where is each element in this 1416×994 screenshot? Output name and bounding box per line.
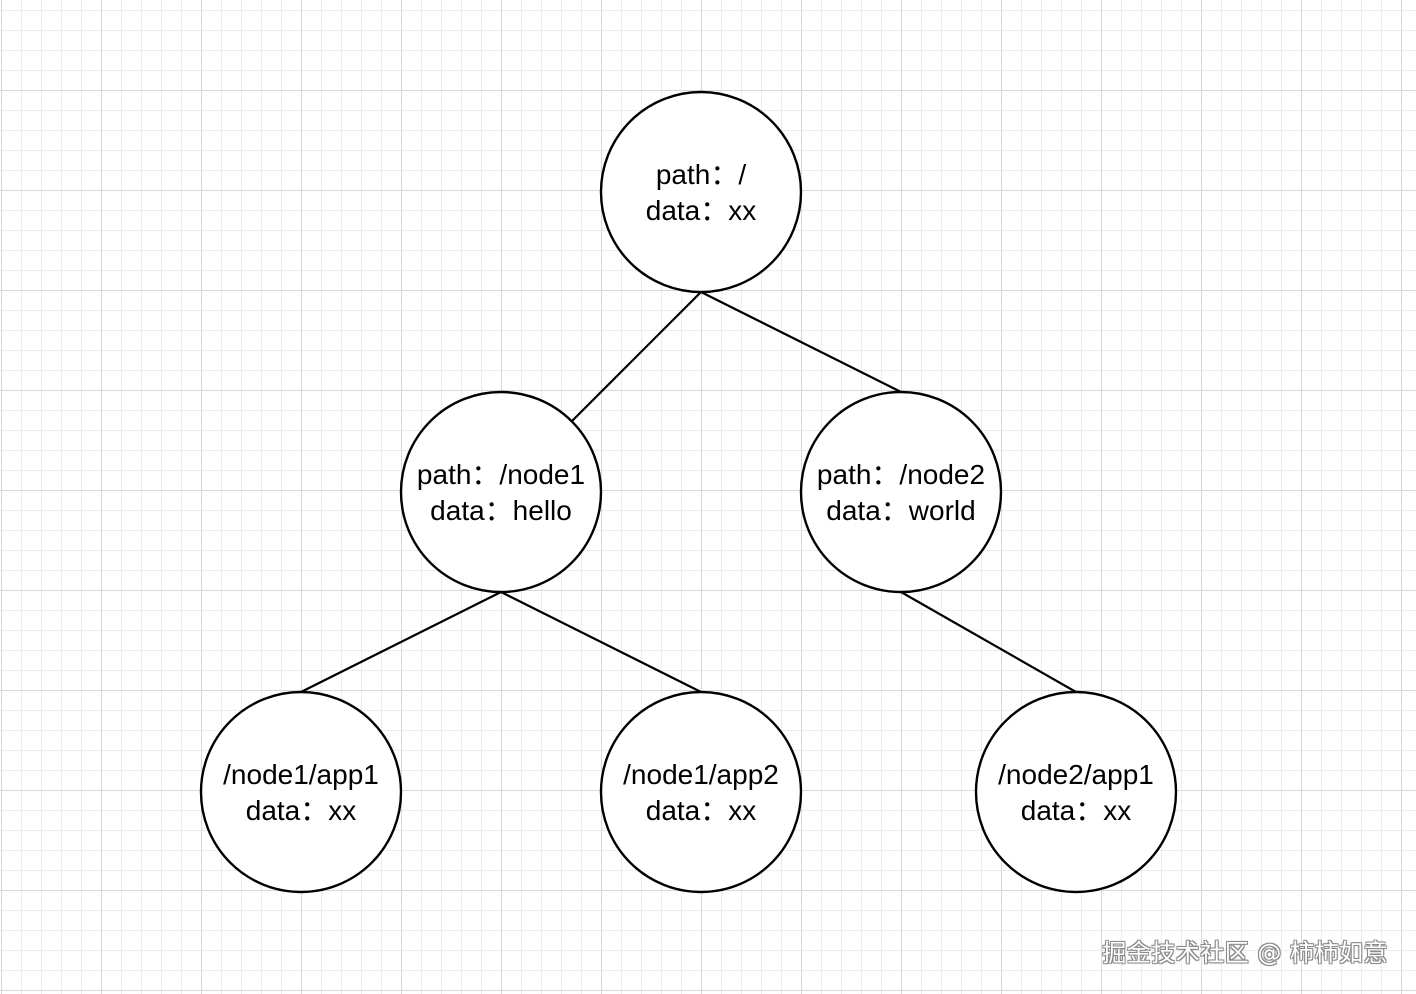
node-circle	[199, 690, 403, 894]
tree-node-node1-app1: /node1/app1 data：xx	[199, 690, 403, 894]
node-path-label: path：/node2	[817, 459, 985, 490]
node-path-label: path：/	[656, 159, 746, 190]
node-data-label: data：world	[826, 495, 975, 526]
node-data-label: data：xx	[646, 795, 757, 826]
node-path-label: /node1/app1	[223, 759, 379, 790]
node-circle	[599, 90, 803, 294]
edge-node1-node1-app1	[300, 591, 502, 693]
node-data-label: data：xx	[246, 795, 357, 826]
edge-node1-node1-app2	[500, 591, 702, 693]
node-path-label: /node1/app2	[623, 759, 779, 790]
tree-node-node1: path：/node1 data：hello	[399, 390, 603, 594]
node-path-label: /node2/app1	[998, 759, 1154, 790]
node-path-label: path：/node1	[417, 459, 585, 490]
node-circle	[974, 690, 1178, 894]
watermark: 掘金技术社区 @ 柿柿如意	[1102, 939, 1388, 967]
node-data-label: data：xx	[646, 195, 757, 226]
node-circle	[799, 390, 1003, 594]
node-data-label: data：xx	[1021, 795, 1132, 826]
edge-root-node2	[700, 291, 902, 393]
tree-node-root: path：/ data：xx	[599, 90, 803, 294]
tree-node-node1-app2: /node1/app2 data：xx	[599, 690, 803, 894]
edge-root-node1	[571, 291, 702, 422]
node-circle	[599, 690, 803, 894]
node-circle	[399, 390, 603, 594]
edge-node2-node2-app1	[900, 591, 1077, 693]
tree-node-node2: path：/node2 data：world	[799, 390, 1003, 594]
node-data-label: data：hello	[430, 495, 572, 526]
tree-node-node2-app1: /node2/app1 data：xx	[974, 690, 1178, 894]
